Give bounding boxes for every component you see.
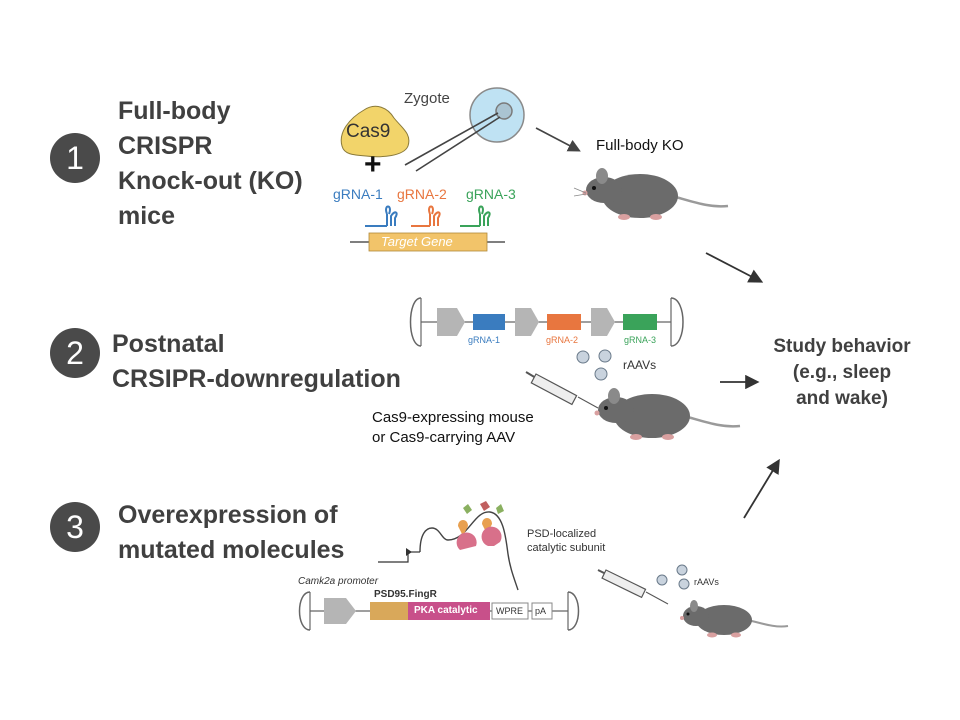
syringe-icon [597, 569, 669, 605]
virus-particles-icon [656, 564, 690, 590]
mouse-caption: Cas9-expressing mouse or Cas9-carrying A… [372, 408, 534, 448]
psd-localized-subunit-illustration [378, 501, 519, 591]
study-behavior-label: Study behavior (e.g., sleep and wake) [752, 334, 932, 412]
wpre-label: WPRE [496, 606, 523, 616]
mouse-icon [573, 168, 729, 220]
zygote-label: Zygote [404, 90, 450, 107]
aav-grna-3-label: gRNA-3 [624, 335, 657, 345]
study-behavior-line: Study behavior [773, 336, 911, 357]
grna-3-label: gRNA-3 [466, 186, 516, 202]
aav-grna-plasmid [409, 297, 684, 347]
step-3-title-line: mutated molecules [118, 536, 345, 564]
cas9-protein-icon [340, 105, 410, 158]
step-3-title: Overexpression of mutated molecules [118, 498, 344, 568]
aav-grna-1-label: gRNA-1 [468, 335, 501, 345]
overexpression-plasmid [298, 591, 580, 631]
syringe-icon [525, 371, 599, 409]
step-2-title-line: CRSIPR-downregulation [112, 365, 401, 393]
study-behavior-line: and wake) [796, 388, 888, 409]
arrow-to-ko [535, 127, 581, 152]
step-2-badge: 2 [50, 328, 100, 378]
full-body-ko-label: Full-body KO [596, 137, 684, 154]
psd-label: PSD-localized catalytic subunit [527, 527, 605, 555]
pa-label: pA [535, 606, 547, 616]
step-1-title-line: Knock-out (KO) [118, 167, 303, 195]
promoter-label: Camk2a promoter [298, 576, 379, 587]
raavs-label-3: rAAVs [694, 577, 719, 587]
zygote-injection [404, 87, 525, 172]
raavs-label-2: rAAVs [623, 358, 657, 372]
grna-hairpin [411, 205, 441, 227]
psd-label-line: PSD-localized [527, 528, 597, 540]
grna-hairpin [460, 205, 491, 227]
step-2-title-line: Postnatal [112, 330, 225, 358]
aav-grna-2-label: gRNA-2 [546, 335, 579, 345]
target-gene-construct [350, 205, 505, 252]
step-2-title: Postnatal CRSIPR-downregulation [112, 327, 401, 397]
step-1-title-line: mice [118, 202, 175, 230]
mouse-caption-line: or Cas9-carrying AAV [372, 429, 516, 446]
step-1-title-line: CRISPR [118, 132, 213, 160]
grna-2-label: gRNA-2 [397, 186, 447, 202]
fingr-label: PSD95.FingR [374, 589, 437, 600]
mouse-icon [680, 600, 789, 638]
grna-hairpin [365, 205, 398, 227]
arrow-ko-to-study [705, 252, 764, 283]
step-1-title-line: Full-body [118, 97, 231, 125]
arrow-3-to-study [743, 458, 780, 519]
virus-particles-icon [576, 349, 612, 381]
mouse-caption-line: Cas9-expressing mouse [372, 409, 534, 426]
target-gene-label: Target Gene [381, 234, 453, 249]
pka-catalytic-label: PKA catalytic [414, 605, 478, 616]
step-3-badge: 3 [50, 502, 100, 552]
arrow-2-to-study [720, 374, 760, 390]
study-behavior-line: (e.g., sleep [792, 362, 892, 383]
step-1-badge: 1 [50, 133, 100, 183]
plus-sign: + [364, 148, 382, 181]
mouse-icon [594, 388, 741, 440]
cas9-label: Cas9 [346, 121, 391, 142]
grna-1-label: gRNA-1 [333, 186, 383, 202]
step-1-title: Full-body CRISPR Knock-out (KO) mice [118, 94, 303, 234]
step-3-title-line: Overexpression of [118, 501, 338, 529]
psd-label-line: catalytic subunit [527, 542, 606, 554]
